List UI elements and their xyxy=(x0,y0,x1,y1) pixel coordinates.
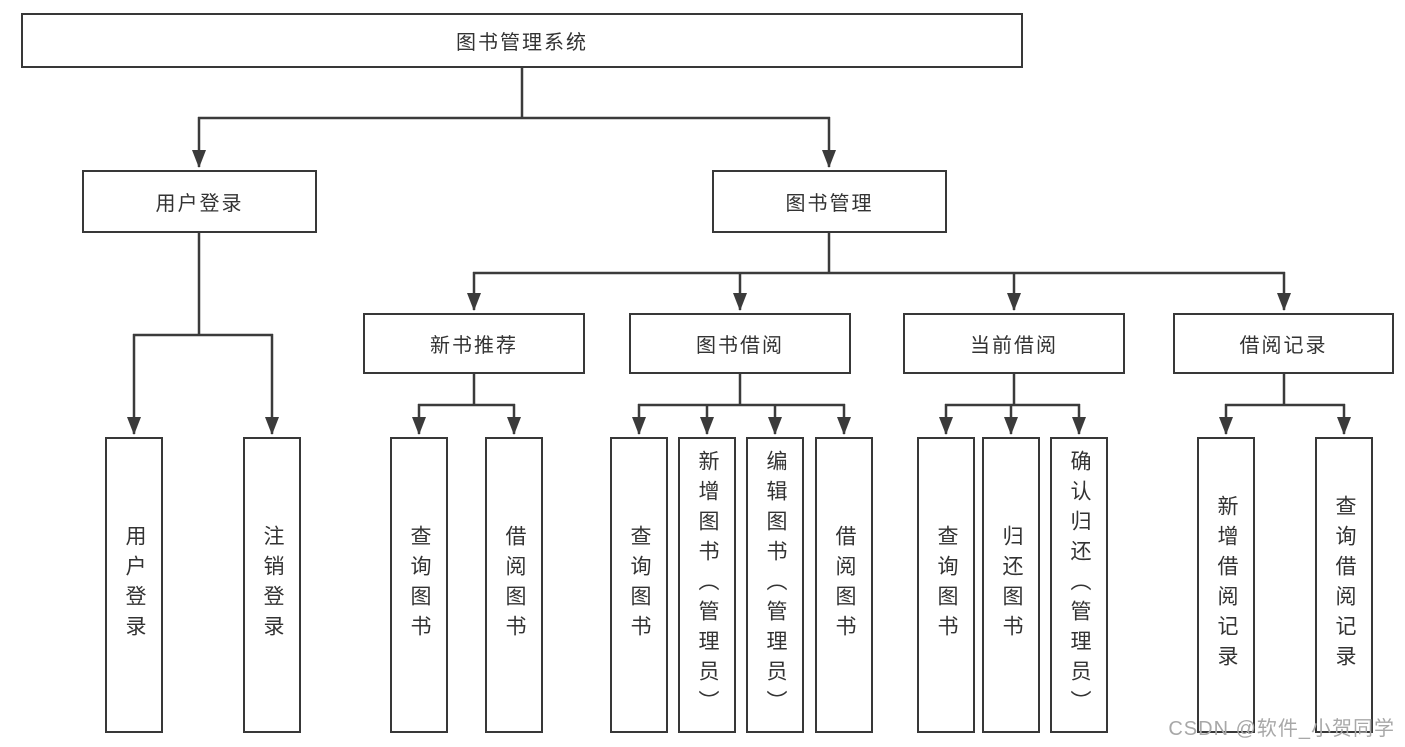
node-label: 新增借阅记录 xyxy=(1215,495,1238,675)
node-label: 图书借阅 xyxy=(696,335,784,357)
node-label: 用户登录 xyxy=(123,525,146,645)
node-borrowing-records: 借阅记录 xyxy=(1173,313,1394,374)
leaf-edit-book-admin: 编辑图书（管理员） xyxy=(746,437,804,733)
leaf-query-book-borrowing: 查询图书 xyxy=(610,437,668,733)
node-label: 借阅图书 xyxy=(833,525,856,645)
node-new-book-recommend: 新书推荐 xyxy=(363,313,585,374)
connector-group xyxy=(127,68,1351,435)
leaf-user-login: 用户登录 xyxy=(105,437,163,733)
node-label: 查询借阅记录 xyxy=(1333,495,1356,675)
node-current-borrowing: 当前借阅 xyxy=(903,313,1125,374)
node-label: 新书推荐 xyxy=(430,335,518,357)
node-book-management: 图书管理 xyxy=(712,170,947,233)
leaf-query-book-recommend: 查询图书 xyxy=(390,437,448,733)
node-label: 编辑图书（管理员） xyxy=(764,450,787,720)
csdn-watermark: CSDN @软件_小贺同学 xyxy=(1168,718,1395,740)
node-label: 查询图书 xyxy=(408,525,431,645)
node-label: 新增图书（管理员） xyxy=(696,450,719,720)
node-user-login: 用户登录 xyxy=(82,170,317,233)
node-label: 确认归还（管理员） xyxy=(1068,450,1091,720)
leaf-add-book-admin: 新增图书（管理员） xyxy=(678,437,736,733)
node-label: 图书管理 xyxy=(785,193,874,215)
node-label: 借阅记录 xyxy=(1239,335,1328,357)
node-label: 归还图书 xyxy=(1000,525,1023,645)
leaf-query-book-current: 查询图书 xyxy=(917,437,975,733)
leaf-logout: 注销登录 xyxy=(243,437,301,733)
node-system-root: 图书管理系统 xyxy=(21,13,1023,68)
node-book-borrowing: 图书借阅 xyxy=(629,313,851,374)
node-label: 注销登录 xyxy=(261,525,284,645)
leaf-borrow-book: 借阅图书 xyxy=(815,437,873,733)
node-label: 图书管理系统 xyxy=(456,32,588,54)
node-label: 用户登录 xyxy=(155,193,244,215)
leaf-borrow-book-recommend: 借阅图书 xyxy=(485,437,543,733)
node-label: 查询图书 xyxy=(628,525,651,645)
node-label: 查询图书 xyxy=(935,525,958,645)
leaf-add-borrow-record: 新增借阅记录 xyxy=(1197,437,1255,733)
node-label: 借阅图书 xyxy=(503,525,526,645)
leaf-return-book: 归还图书 xyxy=(982,437,1040,733)
leaf-query-borrow-record: 查询借阅记录 xyxy=(1315,437,1373,733)
leaf-confirm-return-admin: 确认归还（管理员） xyxy=(1050,437,1108,733)
node-label: 当前借阅 xyxy=(970,335,1058,357)
